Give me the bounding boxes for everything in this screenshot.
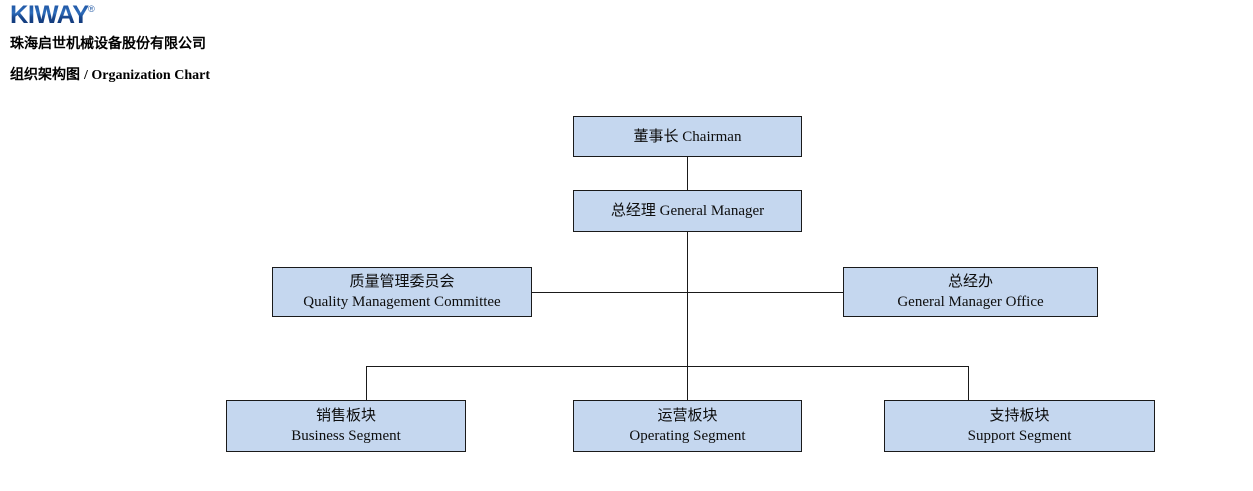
company-name: 珠海启世机械设备股份有限公司 [10,35,206,51]
node-operating-segment-label-cn: 运营板块 [657,408,718,424]
node-operating-segment[interactable]: 运营板块 Operating Segment [573,400,802,452]
node-quality-management-committee[interactable]: 质量管理委员会 Quality Management Committee [272,267,532,317]
node-general-manager-label: 总经理 General Manager [610,203,765,219]
node-general-manager[interactable]: 总经理 General Manager [573,190,802,232]
node-business-segment-label-en: Business Segment [291,428,401,444]
node-support-segment-label-en: Support Segment [967,428,1072,444]
node-support-segment-label-cn: 支持板块 [989,408,1050,424]
page-title-cn: 组织架构图 [10,66,80,82]
node-gmo-label-en: General Manager Office [897,294,1044,310]
connector-gm-trunk [687,232,688,400]
node-qmc-label-en: Quality Management Committee [303,294,501,310]
connector-distribution-bar [366,366,969,367]
page-title-en: / Organization Chart [84,68,210,83]
connector-trunk-to-gmo [687,292,844,293]
node-chairman-label: 董事长 Chairman [633,128,742,145]
kiway-logo: KIWAY ® [10,2,530,28]
header: KIWAY ® [10,2,530,28]
kiway-wordmark-icon: KIWAY [10,1,89,29]
node-business-segment-label-cn: 销售板块 [315,408,376,424]
connector-drop-support [968,366,969,400]
node-chairman[interactable]: 董事长 Chairman [573,116,802,157]
connector-qmc-to-trunk [532,292,688,293]
registered-trademark-icon: ® [88,4,95,14]
node-operating-segment-label-en: Operating Segment [629,428,746,444]
page-title: 组织架构图 / Organization Chart [10,64,210,84]
node-gmo-label-cn: 总经办 [947,274,993,290]
connector-chairman-to-gm [687,157,688,190]
node-qmc-label-cn: 质量管理委员会 [349,274,455,290]
node-general-manager-office[interactable]: 总经办 General Manager Office [843,267,1098,317]
node-business-segment[interactable]: 销售板块 Business Segment [226,400,466,452]
node-support-segment[interactable]: 支持板块 Support Segment [884,400,1155,452]
connector-drop-business [366,366,367,400]
